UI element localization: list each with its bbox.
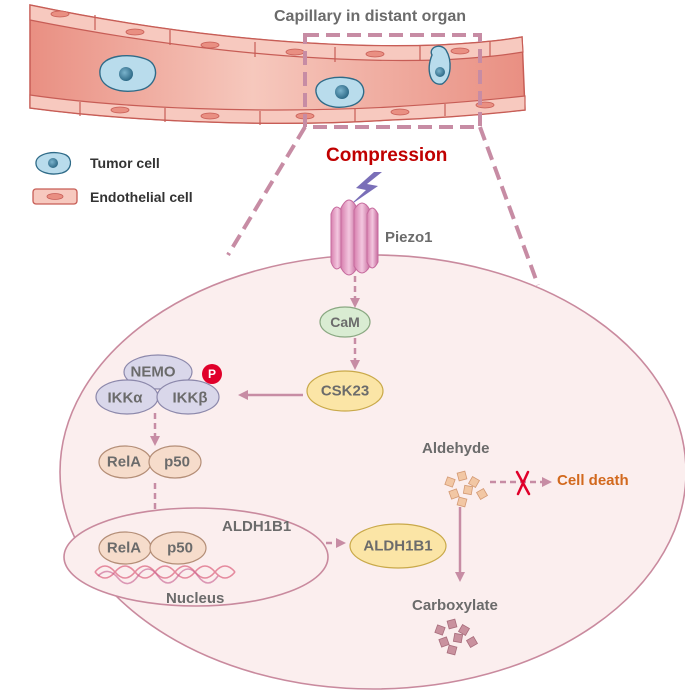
rela-nuc-label: RelA [106, 539, 142, 557]
p50-label: p50 [164, 453, 190, 471]
aldehyde-molecules-icon [444, 470, 489, 508]
tumor-cell-2 [315, 76, 365, 108]
aldh1b1-protein-label: ALDH1B1 [363, 537, 433, 555]
zoom-box [303, 33, 482, 129]
carboxylate-label: Carboxylate [412, 597, 498, 614]
lightning-bolt-icon [349, 172, 382, 206]
aldehyde-label: Aldehyde [422, 440, 490, 457]
dna-helix-icon [94, 565, 236, 585]
phospho-badge [202, 364, 222, 384]
cam-label: CaM [330, 314, 360, 330]
capillary-title: Capillary in distant organ [274, 8, 467, 25]
tumor-cell-3 [428, 45, 451, 85]
zoom-line-left [226, 125, 307, 257]
p50-nuc-label: p50 [167, 539, 193, 557]
piezo1-channel-icon [330, 199, 379, 276]
ikkb-node [156, 379, 220, 415]
aldh1b1-gene-label: ALDH1B1 [222, 518, 292, 535]
csk23-label: CSK23 [320, 382, 370, 400]
block-x-icon [515, 470, 531, 496]
legend-tumor-label: Tumor cell [90, 155, 160, 171]
carboxylate-molecules-icon [434, 618, 479, 656]
cell-death-label: Cell death [557, 472, 629, 489]
ikka-label: IKKα [107, 389, 143, 407]
piezo1-label: Piezo1 [385, 229, 433, 246]
tumor-cell-1 [99, 54, 157, 92]
csk23-node [306, 370, 384, 412]
p50-nuc-node [149, 531, 207, 565]
legend-tumor-icon [35, 151, 72, 175]
legend-endothelial-label: Endothelial cell [90, 189, 193, 205]
p50-node [148, 445, 202, 479]
capillary-vessel [29, 4, 526, 125]
legend-endothelial-icon [32, 188, 78, 205]
cam-node [319, 306, 371, 338]
zoom-line-right [478, 126, 540, 286]
nucleus-label: Nucleus [166, 590, 225, 607]
nemo-node [123, 354, 193, 390]
aldh1b1-protein-node [349, 523, 447, 569]
nemo-label: NEMO [130, 363, 176, 381]
rela-label: RelA [106, 453, 142, 471]
compression-label: Compression [326, 145, 448, 166]
phospho-label: P [207, 367, 217, 381]
ikkb-label: IKKβ [172, 389, 208, 407]
